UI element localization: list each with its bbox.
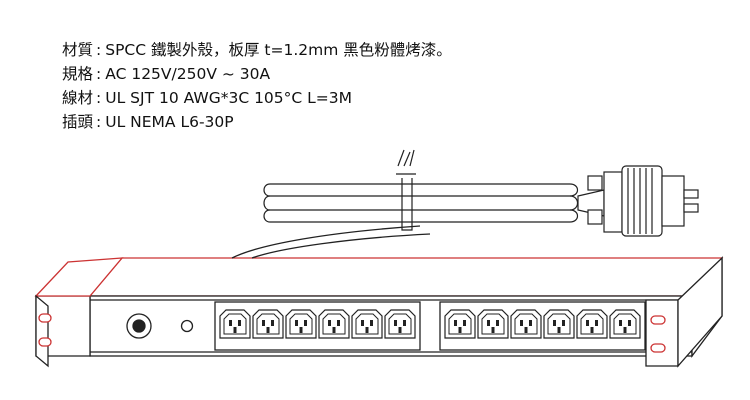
- c13-outlet-icon: [351, 309, 383, 339]
- rack-ear-left: [34, 257, 124, 368]
- spec-separator: :: [96, 113, 102, 131]
- c13-outlet-icon: [384, 309, 416, 339]
- spec-label: 規格: [62, 65, 94, 83]
- spec-label: 插頭: [62, 113, 94, 131]
- c13-outlet-icon: [477, 309, 509, 339]
- c13-outlet-icon: [318, 309, 350, 339]
- spec-value: AC 125V/250V ~ 30A: [105, 65, 271, 83]
- c13-outlet-icon: [576, 309, 608, 339]
- c13-outlet-icon: [219, 309, 251, 339]
- c13-outlet-icon: [543, 309, 575, 339]
- spec-rating: 規格:AC 125V/250V ~ 30A: [62, 62, 452, 86]
- c13-outlet-icon: [285, 309, 317, 339]
- spec-value: UL NEMA L6-30P: [105, 113, 234, 131]
- cable-tie-icon: [396, 149, 416, 231]
- c13-outlet-icon: [510, 309, 542, 339]
- power-cord: [263, 183, 579, 223]
- spec-value: SPCC 鐵製外殼，板厚 t=1.2mm 黑色粉體烤漆。: [105, 41, 452, 59]
- spec-label: 材質: [62, 41, 94, 59]
- c13-outlet-icon: [444, 309, 476, 339]
- spec-separator: :: [96, 89, 102, 107]
- c13-outlet-icon: [609, 309, 641, 339]
- c13-outlet-icon: [252, 309, 284, 339]
- rack-ear-right: [645, 256, 723, 368]
- spec-label: 線材: [62, 89, 94, 107]
- circuit-breaker-icon: [126, 313, 152, 339]
- power-indicator-icon: [180, 319, 194, 333]
- spec-plug: 插頭:UL NEMA L6-30P: [62, 110, 452, 134]
- spec-value: UL SJT 10 AWG*3C 105°C L=3M: [105, 89, 353, 107]
- spec-list: 材質:SPCC 鐵製外殼，板厚 t=1.2mm 黑色粉體烤漆。 規格:AC 12…: [62, 38, 452, 134]
- nema-plug-icon: [577, 165, 699, 237]
- spec-separator: :: [96, 41, 102, 59]
- spec-cable: 線材:UL SJT 10 AWG*3C 105°C L=3M: [62, 86, 452, 110]
- spec-material: 材質:SPCC 鐵製外殼，板厚 t=1.2mm 黑色粉體烤漆。: [62, 38, 452, 62]
- spec-separator: :: [96, 65, 102, 83]
